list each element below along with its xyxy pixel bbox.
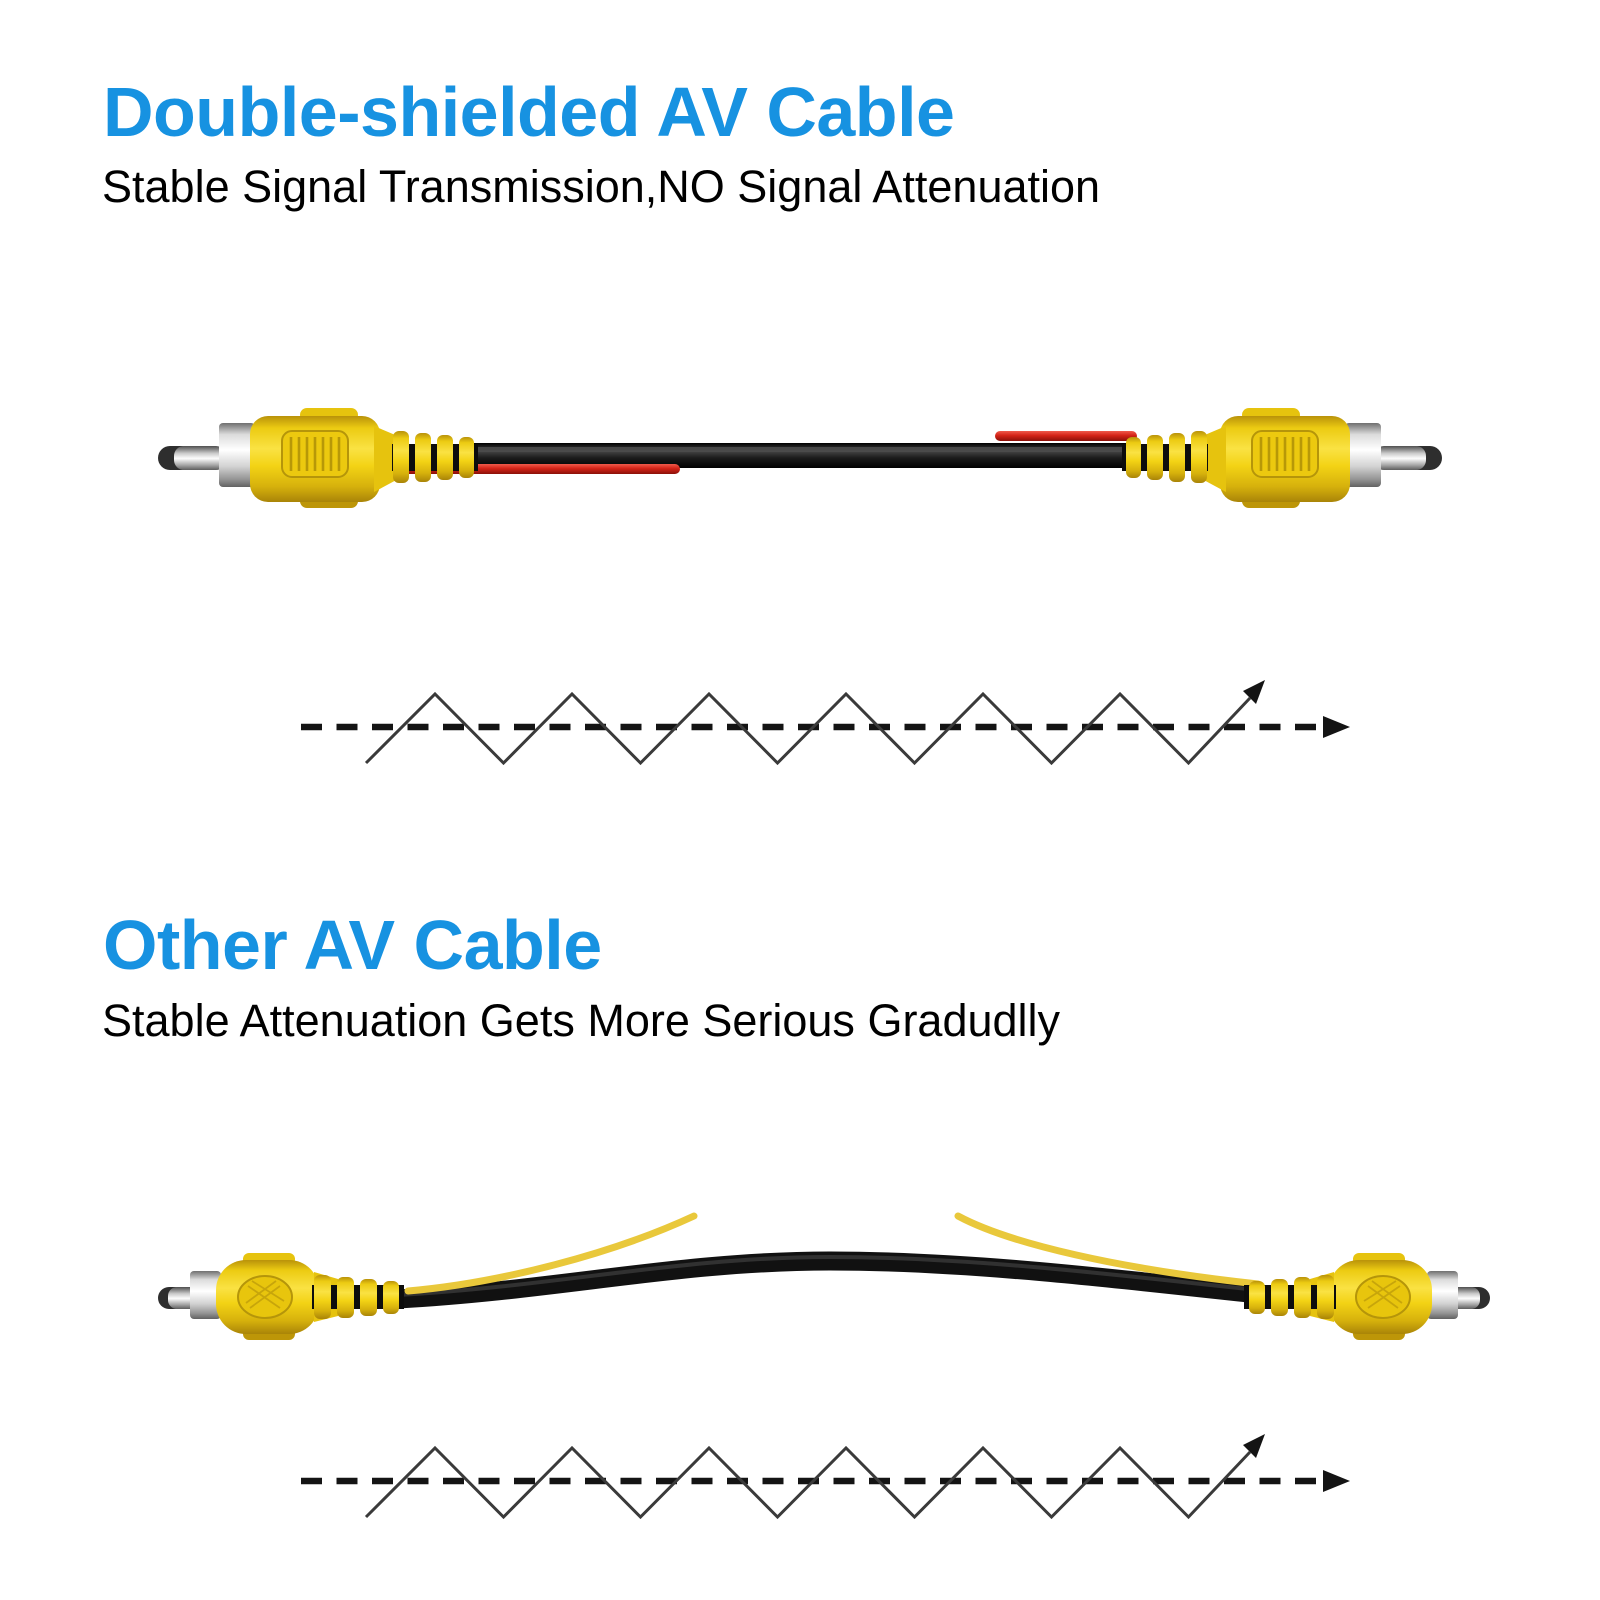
double-shielded-cable-photo <box>156 406 1444 510</box>
loose-yellow-wire-left <box>404 1212 698 1295</box>
attenuated-signal-waveform <box>301 1434 1350 1517</box>
section-1-heading: Double-shielded AV Cable <box>103 73 955 151</box>
section-2-heading: Other AV Cable <box>103 906 602 984</box>
cable-jacket <box>388 1251 1268 1309</box>
rca-plug-left <box>157 1252 405 1341</box>
rca-plug-left <box>156 406 480 510</box>
other-cable-photo <box>157 1212 1491 1341</box>
loose-yellow-wire-right <box>954 1212 1262 1288</box>
stable-signal-waveform <box>301 680 1350 763</box>
section-2-subheading: Stable Attenuation Gets More Serious Gra… <box>102 995 1061 1046</box>
rca-plug-right <box>1120 406 1444 510</box>
red-shield-wire-right <box>995 431 1137 441</box>
section-1-subheading: Stable Signal Transmission,NO Signal Att… <box>102 161 1101 212</box>
rca-plug-right <box>1243 1252 1491 1341</box>
